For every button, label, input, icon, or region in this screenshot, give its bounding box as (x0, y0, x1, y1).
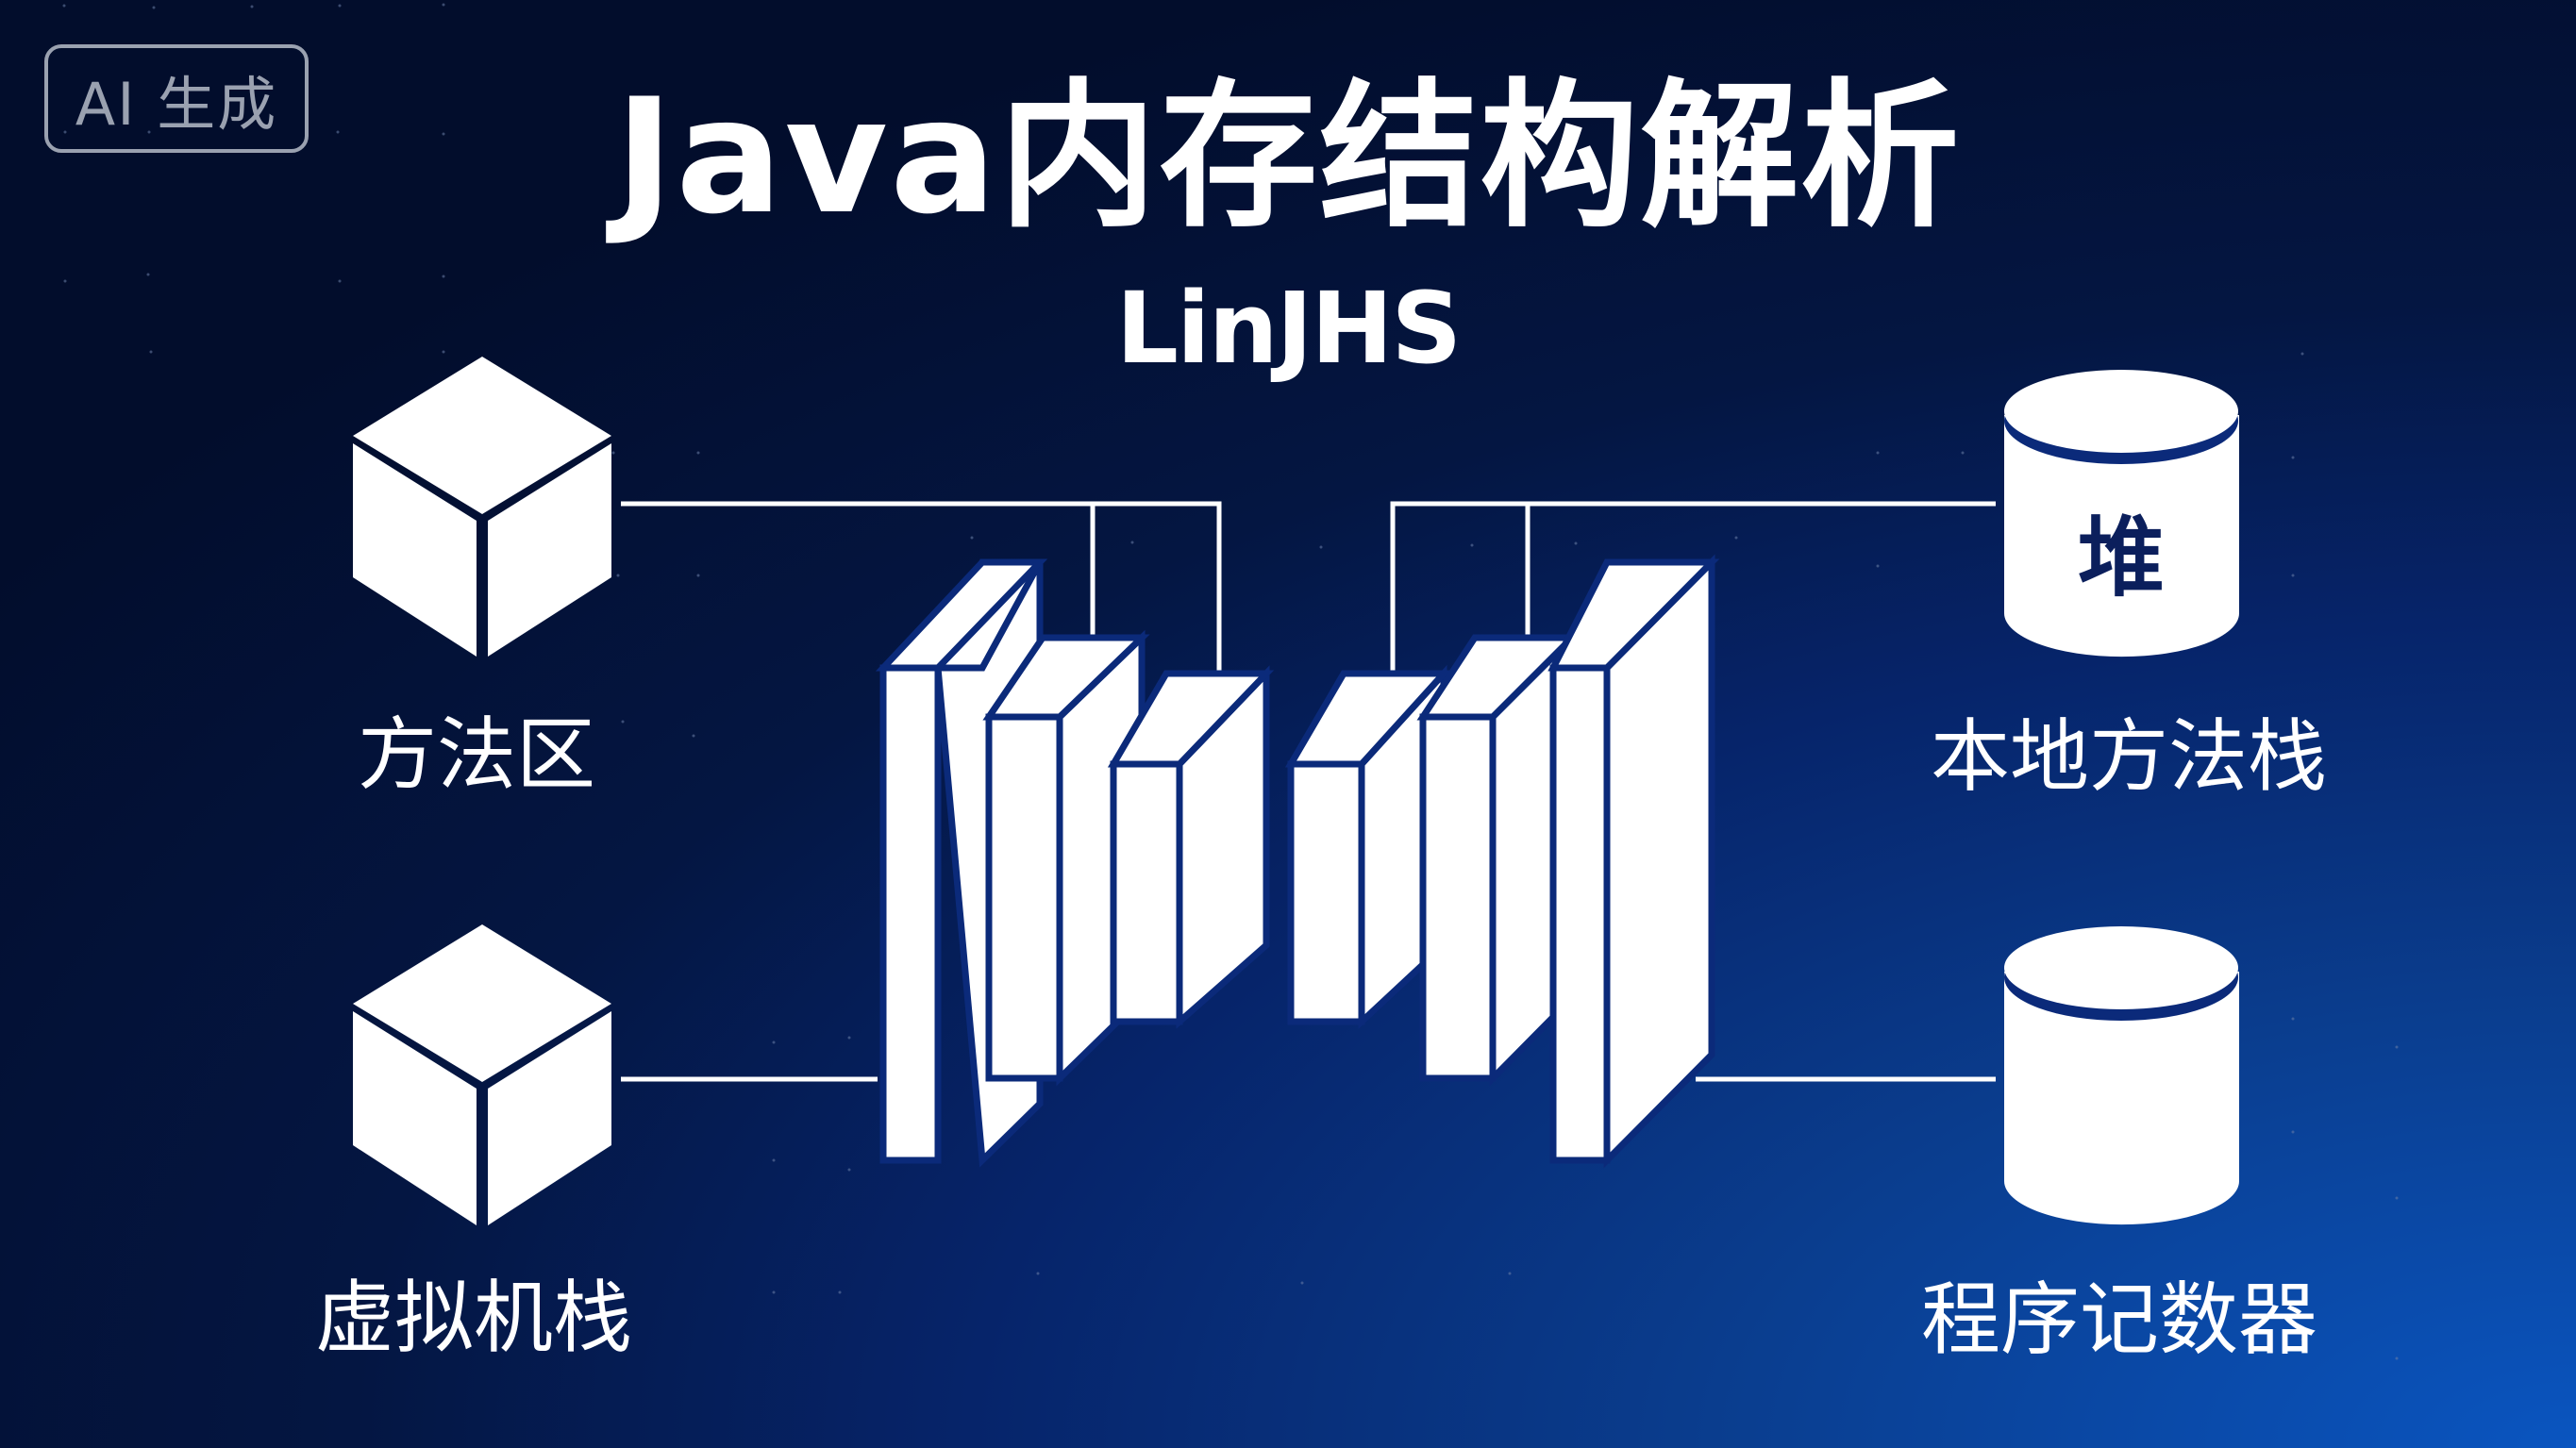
cylinder-icon (2004, 370, 2239, 657)
badge-label: AI 生成 (75, 69, 278, 139)
slab-3 (1107, 665, 1275, 1029)
native-method-stack-label: 本地方法栈 (1930, 710, 2328, 803)
author-subtitle: LinJHS (1115, 271, 1463, 386)
cube-icon (353, 357, 611, 657)
page-title: Java内存结构解析 (614, 64, 1962, 249)
slab-5 (1416, 629, 1581, 1087)
cube-icon (353, 924, 611, 1225)
program-counter-label: 程序记数器 (1920, 1273, 2318, 1366)
vm-stack-label: 虚拟机栈 (314, 1272, 633, 1364)
ai-generated-badge: AI 生成 (44, 44, 309, 153)
heap-label: 堆 (2077, 508, 2166, 608)
memory-slabs-icon (875, 554, 1720, 1169)
method-area-label: 方法区 (357, 708, 596, 801)
connector-lines (621, 501, 1996, 1082)
slab-6 (1547, 554, 1720, 1169)
cylinder-icon (2004, 926, 2239, 1225)
